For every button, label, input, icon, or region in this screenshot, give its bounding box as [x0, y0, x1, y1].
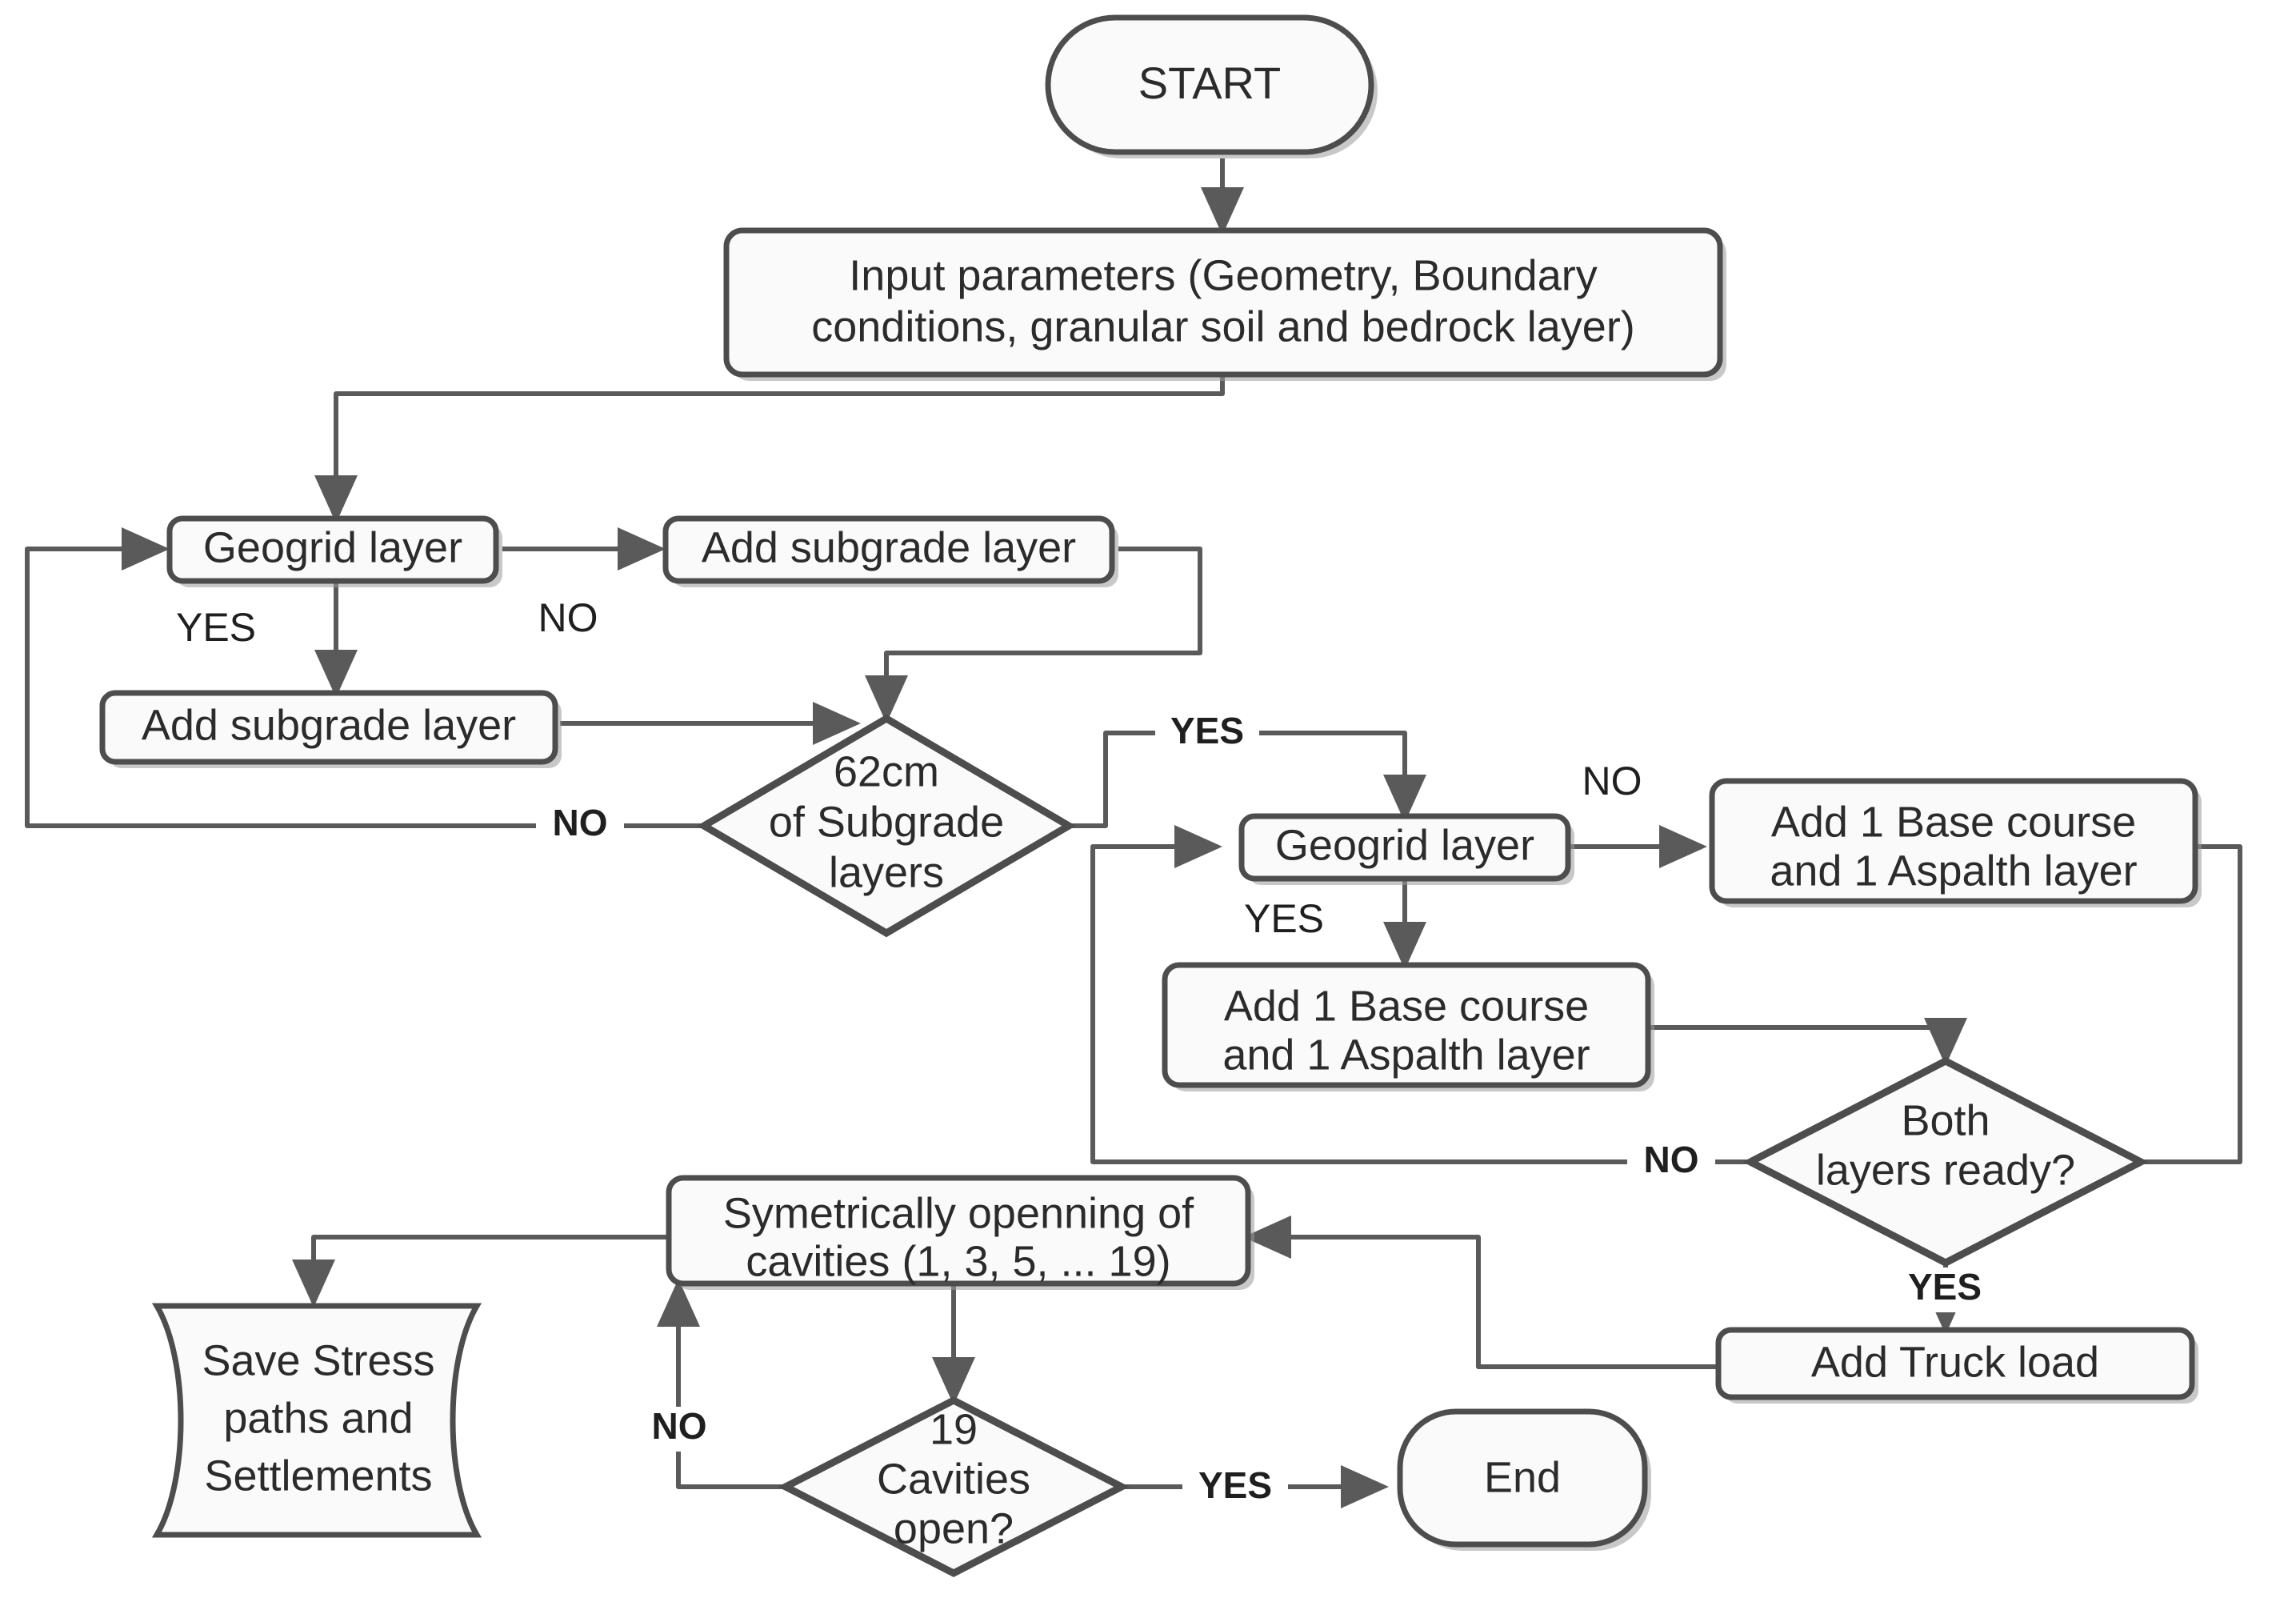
node-decision-both-layers[interactable]: Both layers ready? — [1742, 1056, 2149, 1268]
node-input-parameters-line2: conditions, granular soil and bedrock la… — [811, 302, 1635, 350]
node-add-truck-load[interactable]: Add Truck load — [1715, 1327, 2198, 1404]
node-end-label: End — [1484, 1453, 1561, 1501]
node-start[interactable]: START — [1045, 14, 1378, 158]
edge-label-both-layers-no: NO — [1644, 1139, 1699, 1180]
node-start-label: START — [1138, 58, 1281, 108]
edge-input-to-geogrid1 — [314, 371, 1225, 523]
edges-layer — [25, 158, 2242, 1508]
node-base-course-left-line2: and 1 Aspalth layer — [1222, 1031, 1590, 1079]
node-base-course-right-line1: Add 1 Base course — [1771, 798, 2136, 846]
node-decision-subgrade[interactable]: 62cm of Subgrade layers — [697, 714, 1076, 938]
node-decision-cavities-line2: Cavities — [877, 1455, 1030, 1503]
node-add-truck-load-label: Add Truck load — [1811, 1338, 2099, 1386]
node-base-course-left[interactable]: Add 1 Base course and 1 Aspalth layer — [1162, 962, 1654, 1091]
edge-label-cavities-no: NO — [652, 1405, 707, 1447]
edge-subgradetop-to-decision — [865, 547, 1202, 723]
node-save-results-line1: Save Stress — [202, 1336, 434, 1384]
node-cavities[interactable]: Symetrically openning of cavities (1, 3,… — [666, 1175, 1254, 1290]
edge-label-geogrid1-yes: YES — [176, 605, 256, 650]
node-decision-subgrade-line1: 62cm — [834, 747, 939, 795]
node-decision-cavities-line3: open? — [894, 1504, 1014, 1552]
edge-label-both-layers-yes: YES — [1908, 1266, 1982, 1308]
node-decision-cavities[interactable]: 19 Cavities open? — [778, 1396, 1130, 1578]
node-decision-both-layers-line2: layers ready? — [1816, 1146, 2075, 1194]
node-geogrid-layer-2-label: Geogrid layer — [1275, 821, 1534, 869]
edge-cavities-to-save — [292, 1235, 669, 1308]
node-save-results-line3: Settlements — [204, 1452, 432, 1500]
edge-decision-cavities-no — [657, 1279, 789, 1489]
edge-label-cavities-yes: YES — [1198, 1464, 1272, 1506]
node-add-subgrade-layer-top-label: Add subgrade layer — [702, 523, 1076, 571]
node-base-course-right[interactable]: Add 1 Base course and 1 Aspalth layer — [1709, 778, 2202, 907]
edge-decision-subgrade-no — [25, 527, 709, 828]
edge-decision-subgrade-yes — [1067, 731, 1426, 828]
edge-both-layers-no — [1090, 825, 1747, 1164]
node-cavities-line2: cavities (1, 3, 5, ... 19) — [746, 1237, 1170, 1285]
node-decision-both-layers-line1: Both — [1901, 1096, 1990, 1144]
edge-labels-layer: YES NO NO YES NO YES NO YES NO YES — [164, 595, 1997, 1511]
node-decision-subgrade-line3: layers — [829, 848, 944, 896]
node-save-results-line2: paths and — [223, 1394, 413, 1442]
edge-label-geogrid1-no: NO — [538, 595, 598, 640]
node-end[interactable]: End — [1397, 1408, 1651, 1551]
node-add-subgrade-layer-left-label: Add subgrade layer — [142, 701, 516, 749]
node-add-subgrade-layer-top[interactable]: Add subgrade layer — [662, 515, 1118, 587]
node-save-results[interactable]: Save Stress paths and Settlements — [151, 1303, 482, 1538]
edge-label-subgrade-yes: YES — [1170, 710, 1244, 751]
node-base-course-right-line2: and 1 Aspalth layer — [1770, 847, 2137, 895]
node-decision-subgrade-line2: of Subgrade — [769, 798, 1004, 846]
edge-label-subgrade-no: NO — [553, 802, 608, 843]
node-input-parameters[interactable]: Input parameters (Geometry, Boundary con… — [723, 227, 1726, 381]
node-base-course-left-line1: Add 1 Base course — [1224, 982, 1589, 1030]
edge-truckload-to-cavities — [1243, 1216, 1718, 1369]
edge-label-geogrid2-no: NO — [1582, 759, 1642, 803]
edge-basecourse-left-to-both — [1646, 1018, 1967, 1066]
node-geogrid-layer-2[interactable]: Geogrid layer — [1238, 813, 1574, 885]
node-decision-cavities-line1: 19 — [930, 1405, 978, 1453]
node-cavities-line1: Symetrically openning of — [723, 1189, 1194, 1237]
node-input-parameters-line1: Input parameters (Geometry, Boundary — [849, 251, 1597, 299]
node-geogrid-layer-1[interactable]: Geogrid layer — [166, 515, 502, 587]
node-geogrid-layer-1-label: Geogrid layer — [203, 523, 462, 571]
edge-label-geogrid2-yes: YES — [1244, 896, 1324, 941]
node-add-subgrade-layer-left[interactable]: Add subgrade layer — [99, 690, 562, 768]
